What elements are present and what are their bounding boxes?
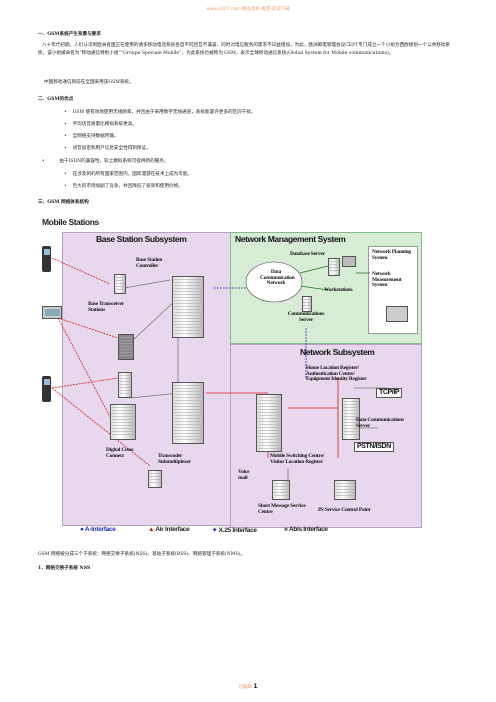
dcs-label: Data Communications Server bbox=[356, 417, 404, 429]
list-item-text: 在涉及到的所有国家范围内，国际漫游在技术上成为可能。 bbox=[72, 172, 193, 177]
legend-label: Air Interface bbox=[155, 526, 190, 533]
network-measurement-label: Network Measurement System bbox=[372, 271, 402, 289]
section-heading-2: 二．GSM的优点 bbox=[38, 97, 74, 102]
bts-small-icon bbox=[148, 470, 162, 488]
dcc-cabinet-icon bbox=[110, 404, 136, 440]
paragraph-china-mobile: 中国移动通信目前在全国采用该GSM系统。 bbox=[44, 80, 134, 85]
list-item-text: 语音加密和用户信息安全性得到保证。 bbox=[72, 146, 151, 151]
legend-air-interface: ▲ Air Interface bbox=[148, 526, 190, 533]
list-item-text: 平均话音质量比模拟系统更高。 bbox=[72, 122, 137, 127]
mobile-stations-label: Mobile Stations bbox=[42, 217, 99, 227]
footer-text: 可编辑 bbox=[238, 685, 252, 690]
voice-mail-label: Voice mail bbox=[238, 469, 250, 481]
diagram-caption: GSM 网络被分成三个子系统：网络交换子系统(NSS)、基站子系统(BSS)、网… bbox=[38, 552, 246, 557]
mobile-phone-icon bbox=[42, 376, 51, 402]
section-heading-3: 三．GSM 网络体系结构 bbox=[38, 200, 89, 205]
bts-cabinet-icon bbox=[118, 334, 134, 360]
dcc-label: Digital Cross Connect bbox=[106, 447, 134, 459]
incp-label: IN Service Control Point bbox=[318, 507, 371, 513]
legend-a-interface: ● A-Interface bbox=[80, 526, 116, 533]
bsc-cabinet-icon bbox=[172, 276, 204, 338]
dcn-cloud bbox=[245, 261, 303, 303]
bts-cabinet-icon bbox=[114, 274, 126, 294]
tsm-label: Transcoder Submultiplexer bbox=[158, 453, 191, 465]
msc-cabinet-icon bbox=[256, 394, 282, 452]
smsc-icon bbox=[272, 480, 290, 500]
nss-title: Network Subsystem bbox=[300, 347, 375, 357]
gsm-architecture-diagram: Mobile Stations Base Station Subsystem N… bbox=[38, 218, 458, 538]
bss-title: Base Station Subsystem bbox=[96, 234, 187, 244]
page-header: www.p007.com 精品资料·推荐·欢迎下载 bbox=[206, 7, 290, 12]
comm-server-icon bbox=[302, 296, 312, 312]
bts-label: Base Transceiver Stations bbox=[88, 301, 124, 313]
legend-x25-interface: ✦ X.25 Interface bbox=[212, 527, 257, 534]
db-server-label: Database Server bbox=[290, 251, 325, 257]
list-item-text: 全网络支持数据传输。 bbox=[72, 134, 119, 139]
nms-title: Network Management System bbox=[235, 234, 346, 244]
workstations-label: Workstations bbox=[324, 287, 353, 293]
list-item: • 全网络支持数据传输。 bbox=[64, 134, 119, 139]
list-item: • GSM 使有效地使用无线频率，并且由于采用数字无线通道，系统能容许更多的区间… bbox=[64, 110, 256, 115]
mobile-phone-icon bbox=[42, 246, 51, 272]
comm-server-label: Communications Server bbox=[287, 311, 325, 323]
scp-icon bbox=[334, 480, 356, 500]
db-server-icon bbox=[328, 258, 340, 276]
legend-label: A-Interface bbox=[84, 526, 116, 533]
list-item-text: 由于ISDN的兼容性，较之模拟系统可提供新的服务。 bbox=[59, 159, 169, 164]
paragraph-background: 八十年代初期，人们认识到欧洲各国正在使用的诸多移动电话系统各自不同且互不兼容，同… bbox=[38, 43, 451, 56]
msc-label: Mobile Switching Centre/ Visitor Locatio… bbox=[270, 453, 325, 465]
hlr-label: Home Location Register/ Authentication C… bbox=[306, 365, 367, 383]
sub-heading-nss: 1．网络交换子系统 NSS bbox=[38, 566, 91, 571]
list-item: • 由于ISDN的兼容性，较之模拟系统可提供新的服务。 bbox=[42, 159, 169, 164]
laptop-icon bbox=[386, 306, 408, 322]
list-item: • 平均话音质量比模拟系统更高。 bbox=[64, 122, 137, 127]
dcn-label: Data Communication Network bbox=[260, 269, 295, 287]
list-item: • 语音加密和用户信息安全性得到保证。 bbox=[64, 146, 151, 151]
bts-cabinet-icon bbox=[118, 372, 132, 398]
laptop-icon bbox=[42, 306, 62, 319]
pstn-badge: PSTN/ISDN bbox=[354, 442, 394, 452]
connection-lines bbox=[51, 257, 388, 498]
page-number: 1 bbox=[253, 683, 258, 690]
network-planning-label: Network Planning System bbox=[372, 249, 411, 261]
hlr-cabinet-icon bbox=[342, 398, 360, 440]
legend-label: X.25 Interface bbox=[218, 527, 257, 534]
smsc-label: Short Message Service Centre bbox=[258, 503, 306, 515]
list-item-text: 巨大的市场加剧了竞争，并且降低了投资和使用价格。 bbox=[72, 184, 183, 189]
list-item: • 巨大的市场加剧了竞争，并且降低了投资和使用价格。 bbox=[64, 184, 183, 189]
bsc-label: Base Station Controller bbox=[136, 257, 163, 269]
tcpip-badge: TCP/IP bbox=[376, 388, 403, 398]
legend-label: Abis Interface bbox=[288, 526, 328, 533]
section-heading-1: 一．GSM系统产生背景与要求 bbox=[38, 32, 101, 37]
list-item-text: GSM 使有效地使用无线频率，并且由于采用数字无线通道，系统能容许更多的区间干扰… bbox=[72, 110, 256, 115]
page-footer: 可编辑 1 bbox=[0, 683, 496, 690]
workstation-icon bbox=[342, 256, 356, 267]
legend-abis-interface: ■ Abis Interface bbox=[284, 526, 328, 533]
list-item: • 在涉及到的所有国家范围内，国际漫游在技术上成为可能。 bbox=[64, 172, 193, 177]
tsm-cabinet-icon bbox=[172, 382, 204, 444]
